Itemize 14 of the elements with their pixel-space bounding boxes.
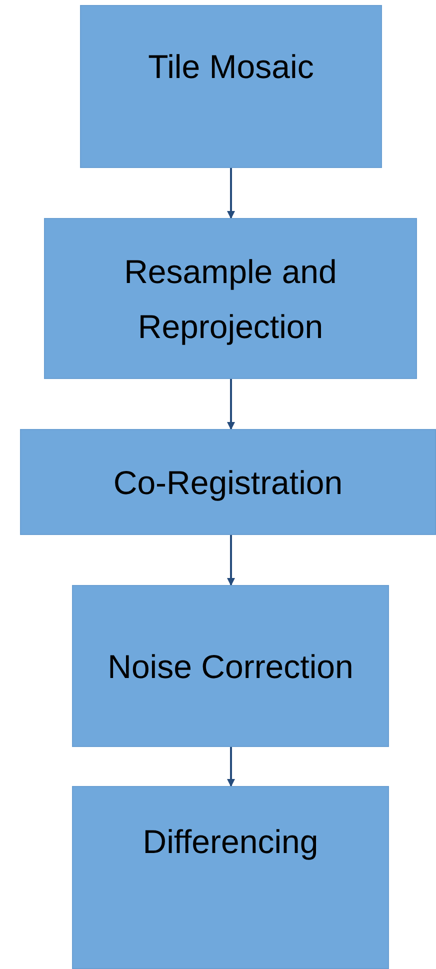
process-box [20, 429, 436, 535]
step-label: Differencing [142, 822, 318, 862]
arrow [227, 535, 235, 586]
step-label: Resample and Reprojection [123, 252, 338, 347]
arrow [227, 379, 235, 430]
step-label: Tile Mosaic [148, 47, 314, 87]
arrow [227, 168, 235, 219]
process-box [72, 786, 389, 969]
process-box [72, 585, 389, 747]
step-label: Co-Registration [113, 462, 343, 503]
arrow [227, 747, 235, 787]
process-box [44, 218, 417, 379]
process-box [80, 5, 382, 168]
step-label: Noise Correction [108, 646, 354, 686]
